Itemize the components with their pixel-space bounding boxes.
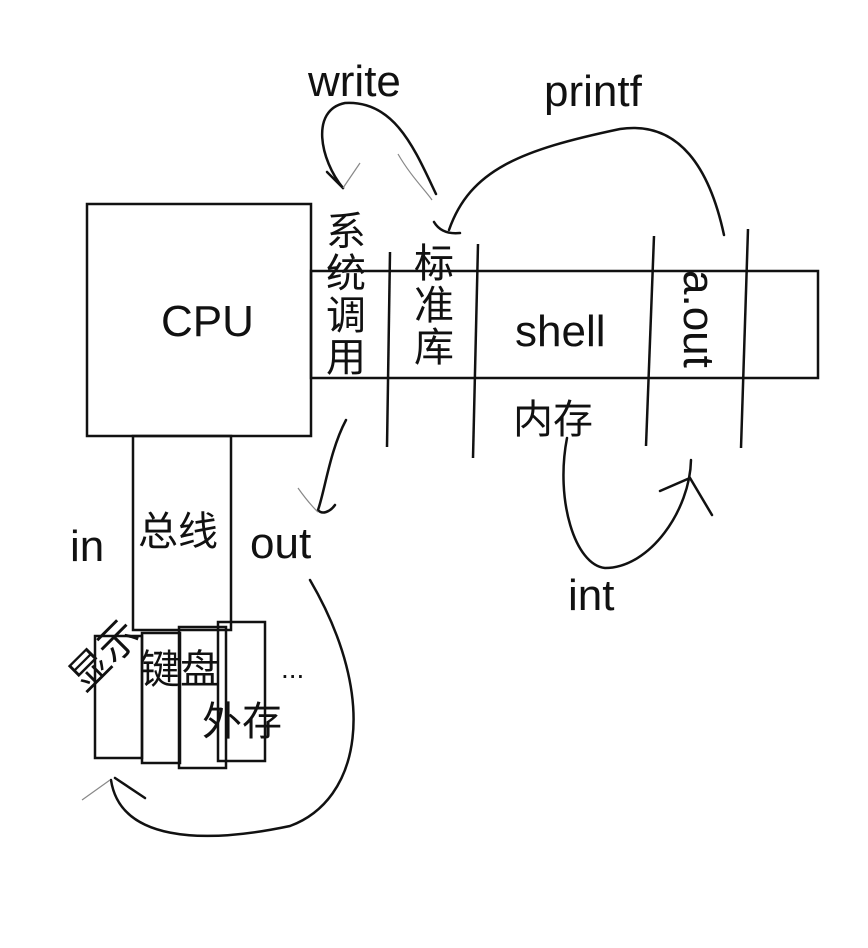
shell-label: shell	[515, 307, 606, 356]
storage-box-1	[177, 625, 228, 770]
more-devices-label: ...	[281, 653, 305, 684]
write-arrowhead	[325, 170, 345, 190]
int-label: int	[568, 571, 615, 620]
bus-box	[131, 434, 233, 632]
syscall-out-arrow	[316, 418, 348, 514]
printf-label: printf	[544, 67, 642, 116]
printf-tail	[432, 220, 462, 235]
out-loop-arrow	[109, 578, 355, 838]
int-loop-arrow	[562, 436, 693, 570]
aout-label: a.out	[674, 270, 723, 368]
syscall-label: 系统调用	[319, 210, 365, 378]
storage-box-2	[216, 620, 267, 763]
in-label: in	[70, 522, 105, 571]
memory-strip	[309, 269, 820, 380]
memory-label: 内存	[513, 397, 593, 443]
stdlib-label: 标准库	[407, 242, 453, 368]
cpu-label: CPU	[161, 297, 254, 346]
write-arrow	[321, 101, 438, 196]
bus-label: 总线	[138, 509, 218, 555]
memory-divider	[385, 251, 392, 448]
memory-divider	[644, 235, 656, 447]
memory-divider	[739, 228, 750, 449]
int-arrowhead	[658, 476, 714, 517]
out-label: out	[250, 519, 312, 568]
storage-label: 外存	[202, 699, 282, 745]
printf-arrow	[447, 126, 726, 237]
memory-divider	[471, 243, 480, 459]
keyboard-label: 键盘	[140, 647, 220, 693]
write-label: write	[308, 57, 401, 106]
in-arrowhead	[113, 776, 147, 800]
